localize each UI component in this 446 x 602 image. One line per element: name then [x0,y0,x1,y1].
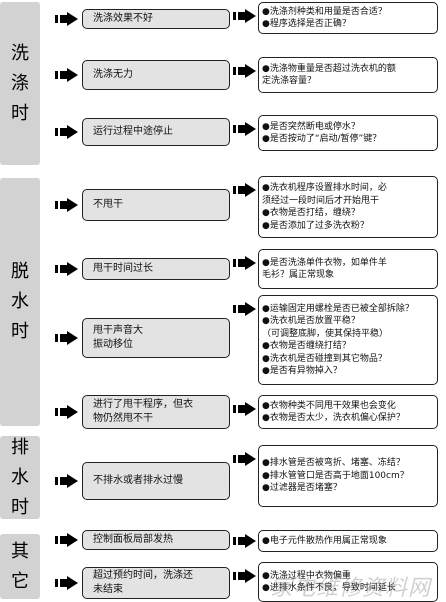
cause-text: （可调整底脚，使其保持平稳） [262,328,389,339]
issue-box: 运行过程中途停止 [82,118,230,146]
issue-box: 甩干时间过长 [82,258,230,280]
cause-text: ●进排水条件不良，导致时间延长 [262,583,396,593]
section-char: 涤 [11,72,29,94]
section-char: 时 [11,321,29,342]
arrow-icon [233,64,257,78]
section-char: 其 [11,540,29,562]
cause-text: ●洗衣机是否放置平稳？ [262,316,360,326]
issue-text: 未结束 [93,584,123,595]
cause-text: ●是否洗涤单件衣物，如单件羊 [262,257,387,268]
issue-text: 甩干声音大 [93,325,143,336]
issue-text: 洗涤效果不好 [93,13,153,24]
section-label-3: 其它 [0,534,40,599]
cause-text: ●程序选择是否正确？ [262,19,351,29]
cause-text: ●是否按动了“启动/暂停”键？ [262,134,382,144]
arrow-icon [55,125,79,139]
arrow-icon [233,183,257,197]
cause-text: ●洗涤过程中衣物偏重 [262,570,351,581]
cause-box: ●衣物种类不同甩干效果也会变化 ●衣物是否太少，洗衣机偏心保护？ [258,395,438,429]
arrow-icon [55,331,79,345]
arrow-icon [55,12,79,26]
issue-text: 超过预约时间，洗涤还 [93,570,193,581]
section-char: 脱 [11,261,29,282]
cause-box: ●洗衣机程序设置排水时间，必须经过一段时间后才开始甩干 ●衣物是否打结，缠绕？ ●是… [258,176,438,238]
cause-box: ●排水管是否被弯折、堵塞、冻结？●排水管管口是否高于地面100cm？ ●过滤器是否… [258,445,438,507]
cause-text: ●洗衣机是否碰撞到其它物品？ [262,353,387,364]
cause-text: ●运输固定用螺栓是否已被全部拆除？ [262,303,414,314]
cause-box: ●运输固定用螺栓是否已被全部拆除？ ●洗衣机是否放置平稳？ （可调整底脚，使其保持平… [258,295,438,385]
arrow-icon [55,474,79,488]
arrow-icon [55,405,79,419]
cause-text: ●过滤器是否堵塞？ [262,483,342,494]
issue-box: 超过预约时间，洗涤还未结束 [82,567,230,599]
issue-text: 控制面板局部发热 [93,534,173,545]
issue-text: 运行过程中途停止 [93,126,173,137]
arrow-icon [233,452,257,466]
issue-box: 甩干声音大振动移位 [82,318,230,358]
arrow-icon [233,569,257,583]
cause-text: ●洗衣机程序设置排水时间，必 [262,183,387,193]
cause-box: ●是否洗涤单件衣物，如单件羊毛衫？属正常现象 [258,249,438,289]
section-char: 时 [11,102,29,124]
cause-text: ●是否添加了过多洗衣粉？ [262,220,369,231]
cause-text: ●衣物是否太少，洗衣机偏心保护？ [262,413,405,423]
arrow-icon [55,198,79,212]
issue-box: 进行了甩干程序，但衣物仍然甩不干 [82,395,230,429]
arrow-icon [233,302,257,316]
watermark-text: 家电维修资料网 [270,576,432,601]
arrow-icon [233,402,257,416]
arrow-icon [233,534,257,548]
section-char: 排 [11,436,29,458]
issue-text: 不甩干 [93,199,123,210]
arrow-icon [55,576,79,590]
cause-box: ●是否突然断电或停水？ ●是否按动了“启动/暂停”键？ [258,115,438,151]
section-label-0: 洗涤时 [0,2,40,165]
cause-text: 毛衫？属正常现象 [262,270,335,280]
issue-box: 洗涤效果不好 [82,9,230,29]
section-char: 水 [11,291,29,312]
cause-box: ●洗涤过程中衣物偏重 ●进排水条件不良，导致时间延长 [258,562,438,602]
issue-text: 甩干时间过长 [93,263,153,274]
section-char: 水 [11,466,29,488]
issue-text: 洗涤无力 [93,69,133,80]
arrow-icon [55,68,79,82]
cause-box: ●洗涤物重量是否超过洗衣机的额定洗涤容量？ [258,57,438,93]
section-char: 洗 [11,42,29,64]
cause-text: ●排水管管口是否高于地面100cm？ [262,470,409,481]
issue-box: 不排水或者排水过慢 [82,462,230,500]
arrow-icon [233,9,257,23]
cause-text: ●是否有异物掉入？ [262,366,342,376]
arrow-icon [233,122,257,136]
arrow-icon [55,262,79,276]
cause-box: ●电子元件散热作用属正常现象 [258,530,438,552]
cause-text: ●衣物是否打结，缠绕？ [262,208,360,218]
cause-text: ●排水管是否被弯折、堵塞、冻结？ [262,458,405,469]
section-label-2: 排水时 [0,436,40,519]
issue-text: 进行了甩干程序，但衣 [93,399,193,410]
cause-text: ●洗涤物重量是否超过洗衣机的额 [262,63,396,74]
cause-text: ●衣物是否缠绕打结？ [262,341,351,351]
issue-box: 控制面板局部发热 [82,530,230,550]
section-char: 时 [11,496,29,518]
arrow-icon [233,256,257,270]
issue-text: 物仍然甩不干 [93,413,153,424]
cause-text: ●电子元件散热作用属正常现象 [262,535,387,546]
cause-text: ●洗涤剂种类和用量是否合适？ [262,6,387,17]
cause-text: 定洗涤容量？ [262,76,317,86]
cause-text: ●衣物种类不同甩干效果也会变化 [262,400,396,411]
section-label-1: 脱水时 [0,178,40,426]
cause-text: 须经过一段时间后才开始甩干 [262,195,380,206]
issue-text: 不排水或者排水过慢 [93,475,183,486]
section-char: 它 [11,570,29,592]
cause-box: ●洗涤剂种类和用量是否合适？ ●程序选择是否正确？ [258,2,438,34]
issue-box: 洗涤无力 [82,60,230,90]
arrow-icon [55,533,79,547]
issue-text: 振动移位 [93,339,133,350]
issue-box: 不甩干 [82,189,230,221]
cause-text: ●是否突然断电或停水？ [262,121,360,132]
